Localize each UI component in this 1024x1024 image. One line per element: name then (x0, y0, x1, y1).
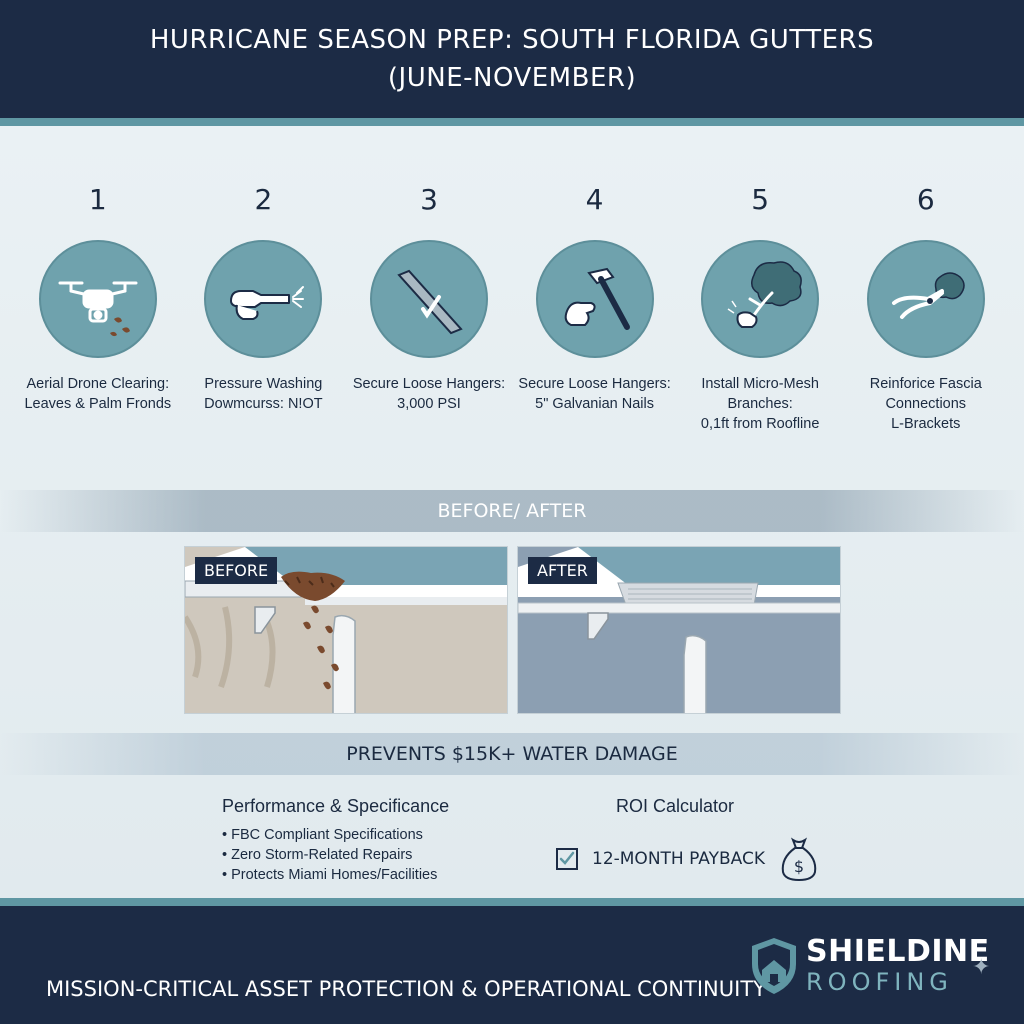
step-3: 3 Secure Loose Hangers: 3,000 PSI (346, 180, 512, 440)
brand-name: SHIELDINE (806, 934, 990, 969)
before-after-heading: BEFORE/ AFTER (0, 490, 1024, 532)
step-4: 4 Secure Loose Hangers: 5" Galvanian Nai… (512, 180, 678, 440)
step-5: 5 Install Micro-Mesh Branches: 0,1ft fro… (677, 180, 843, 440)
step-number: 2 (254, 183, 273, 216)
performance-section: Performance & Specificance FBC Compliant… (222, 796, 522, 885)
step-description: Install Micro-Mesh Branches: 0,1ft from … (700, 376, 820, 432)
step-1: 1 Aerial Drone Clearing: Leaves & Palm F… (15, 180, 181, 440)
step-icon-circle (204, 240, 323, 358)
step-6: 6 Reinforice Fascia Connections L-Bracke… (843, 180, 1009, 440)
step-description: Aerial Drone Clearing: Leaves & Palm Fro… (24, 376, 172, 412)
drone-icon (58, 281, 138, 337)
step-2: 2 Pressure Washing Dowmcurss: N!OT (181, 180, 347, 440)
step-number: 1 (88, 183, 107, 216)
brand-subtitle: ROOFING (806, 968, 953, 996)
page-footer (0, 906, 1024, 1024)
list-item: FBC Compliant Specifications (222, 825, 522, 845)
step-icon-circle (38, 240, 157, 358)
pruning-shears-icon (891, 272, 965, 319)
step-number: 3 (420, 183, 438, 216)
step-description: Pressure Washing Dowmcurss: N!OT (204, 376, 323, 412)
svg-text:$: $ (794, 857, 804, 876)
performance-list: FBC Compliant Specifications Zero Storm-… (222, 825, 522, 885)
footer-tagline: MISSION-CRITICAL ASSET PROTECTION & OPER… (46, 977, 766, 1001)
step-number: 4 (585, 183, 604, 216)
step-icon-circle (701, 240, 820, 358)
hammer-icon (564, 267, 630, 330)
step-description: Secure Loose Hangers: 3,000 PSI (352, 376, 506, 412)
tree-branch-icon (727, 261, 803, 328)
after-panel: AFTER (517, 546, 841, 714)
header-divider (0, 118, 1024, 126)
step-icon-circle (535, 240, 654, 358)
roi-title: ROI Calculator (616, 796, 735, 816)
brand-logo: SHIELDINE ROOFING (748, 936, 990, 996)
footer-divider (0, 898, 1024, 906)
list-item: Zero Storm-Related Repairs (222, 845, 522, 865)
sparkle-icon: ✦ (972, 954, 991, 979)
list-item: Protects Miami Homes/Facilities (222, 865, 522, 885)
roi-payback-label: 12-MONTH PAYBACK (592, 849, 765, 869)
before-panel: BEFORE (184, 546, 508, 714)
step-description: Reinforice Fascia Connections L-Brackets (869, 376, 982, 432)
before-label: BEFORE (195, 557, 278, 584)
step-number: 5 (751, 183, 770, 216)
gutter-sealant-icon (397, 269, 463, 335)
performance-title: Performance & Specificance (222, 796, 450, 816)
step-icon-circle (866, 240, 985, 358)
checkbox-check-icon (556, 848, 578, 870)
step-icon-circle (369, 240, 488, 358)
page-title-line1: HURRICANE SEASON PREP: SOUTH FLORIDA GUT… (149, 25, 875, 55)
brand-text: SHIELDINE ROOFING (806, 934, 990, 997)
step-description: Secure Loose Hangers: 5" Galvanian Nails (518, 376, 671, 412)
pressure-washer-icon (230, 286, 305, 320)
steps-row: 1 Aerial Drone Clearing: Leaves & Palm F… (15, 180, 1009, 440)
money-bag-icon: $ (781, 837, 817, 882)
roi-row: 12-MONTH PAYBACK $ (556, 836, 819, 882)
step-number: 6 (916, 183, 935, 216)
shield-icon (752, 938, 796, 994)
page-title-line2: (JUNE-NOVEMBER) (387, 63, 637, 93)
page-header: HURRICANE SEASON PREP: SOUTH FLORIDA GUT… (0, 0, 1024, 118)
after-label: AFTER (528, 557, 597, 584)
damage-banner: PREVENTS $15K+ WATER DAMAGE (0, 733, 1024, 775)
